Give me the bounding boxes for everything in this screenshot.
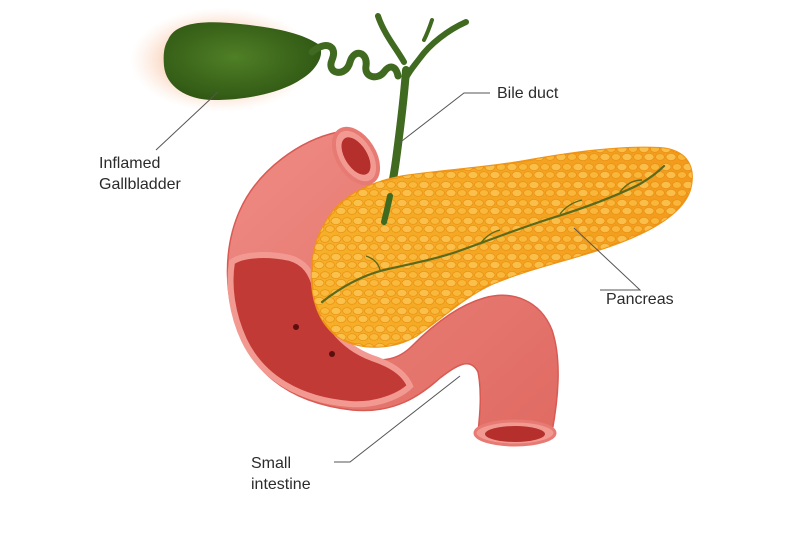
intestine-papilla-1	[293, 324, 299, 330]
label-intestine-line1: Small	[251, 455, 292, 472]
label-inflamed-gallbladder: Inflamed Gallbladder	[99, 153, 181, 195]
label-pancreas-text: Pancreas	[606, 291, 674, 308]
pancreatic-duct	[320, 164, 666, 304]
label-gallbladder-line2: Gallbladder	[99, 176, 181, 193]
pancreatic-duct-branch-3	[559, 199, 583, 215]
hepatic-duct-right	[403, 19, 469, 81]
intestine-bottom-lumen	[485, 426, 545, 442]
gallbladder-shape	[163, 22, 322, 100]
bile-duct-lower	[381, 193, 393, 225]
label-small-intestine: Small intestine	[251, 453, 311, 495]
pancreas-texture	[311, 147, 692, 347]
pancreatic-duct-branch-1	[365, 255, 381, 271]
label-pancreas: Pancreas	[606, 289, 674, 310]
cystic-duct	[308, 42, 402, 81]
hepatic-duct-left	[375, 13, 407, 65]
intestine-top-lumen	[341, 137, 371, 175]
intestine-cutaway	[227, 252, 414, 408]
leader-small-intestine	[334, 375, 461, 463]
pancreatic-duct-branch-2	[479, 229, 501, 245]
leader-bile-duct	[397, 92, 490, 145]
pancreatic-duct-branch-4	[619, 179, 643, 193]
leader-gallbladder	[155, 91, 219, 151]
leader-pancreas	[573, 227, 642, 291]
label-gallbladder-line1: Inflamed	[99, 155, 161, 172]
hepatic-duct-branch	[422, 18, 434, 42]
label-bile-duct: Bile duct	[497, 83, 558, 104]
intestine-papilla-2	[329, 351, 335, 357]
label-intestine-line2: intestine	[251, 476, 311, 493]
label-bile-duct-text: Bile duct	[497, 85, 559, 102]
